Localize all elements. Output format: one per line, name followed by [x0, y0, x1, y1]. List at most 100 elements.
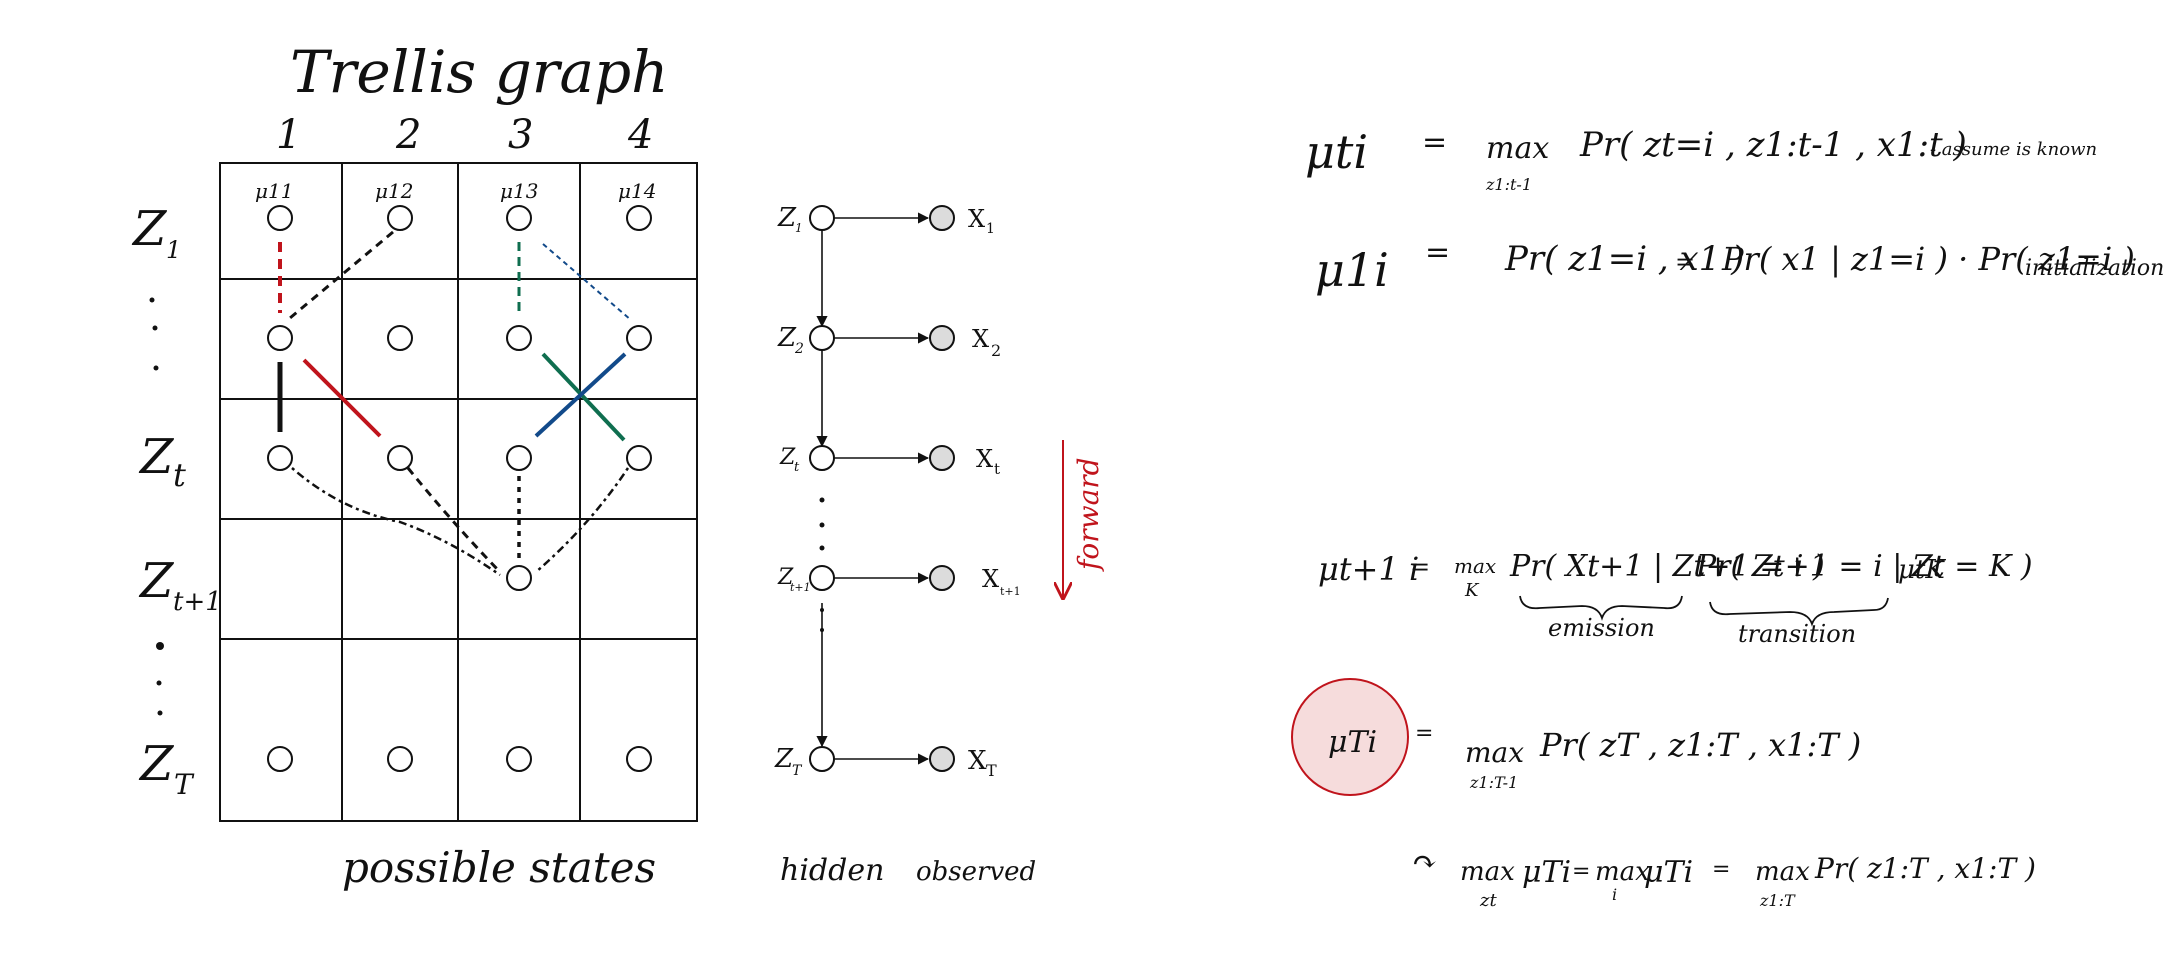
hmm-chain: Z 1 Z 2 Z t Z t+1 Z T X 1 X 2 X t X t+1 … — [774, 203, 1105, 888]
observed-label-sub: t — [994, 460, 1000, 478]
row-labels: Z 1 Z t Z t+1 Z T — [131, 201, 222, 801]
state-node — [506, 565, 532, 591]
hidden-label-sub: t+1 — [790, 581, 811, 594]
eq5-max3: max — [1755, 857, 1810, 887]
equation-mu-t1i: μt+1 i = max K Pr( Xt+1 | Zt+1 = i ) Pr(… — [1318, 549, 2033, 648]
mu-label: μ11 — [255, 179, 293, 203]
observed-label: X — [972, 325, 989, 353]
observed-label-sub: 1 — [986, 221, 995, 237]
hidden-label: Z — [777, 323, 797, 353]
state-node — [387, 445, 413, 471]
eq5-arrow: ↷ — [1412, 845, 1437, 880]
mu-label: μ13 — [500, 179, 538, 203]
eq2-note: initialization — [2025, 256, 2164, 281]
hidden-label-sub: 1 — [795, 221, 803, 235]
eq5-rhs: Pr( z1:T , x1:T ) — [1814, 852, 2036, 885]
observed-node — [929, 325, 955, 351]
eq3-max: max — [1454, 554, 1496, 578]
eq4-lhs: μTi — [1328, 725, 1377, 760]
row-label-zt: Z — [138, 429, 175, 485]
hidden-label: Z — [777, 565, 794, 590]
observed-nodes — [929, 205, 955, 772]
column-headers: 1 2 3 4 — [276, 112, 653, 158]
hidden-nodes — [809, 205, 835, 772]
eq2-rhs1: Pr( z1=i , x1 ) — [1504, 239, 1744, 279]
observed-node — [929, 565, 955, 591]
eq1-equals: = — [1422, 125, 1447, 160]
eq5-term2: μTi — [1644, 855, 1693, 890]
state-node — [267, 445, 293, 471]
mu-labels: μ11 μ12 μ13 μ14 — [255, 179, 656, 203]
state-node — [267, 746, 293, 772]
emission-brace — [1519, 595, 1683, 621]
observed-label-sub: T — [986, 761, 997, 780]
chain-dots — [819, 497, 825, 632]
state-node — [267, 205, 293, 231]
trellis-graph: Trellis graph 1 2 3 4 μ11 μ12 μ13 μ14 — [131, 38, 698, 892]
eq5-max3-sub: z1:T — [1759, 891, 1796, 910]
ellipsis-dots — [156, 642, 164, 716]
state-node — [506, 445, 532, 471]
eq5-max1-sub: zt — [1479, 890, 1497, 911]
hidden-label-sub: T — [792, 763, 803, 779]
green-solid-edge — [541, 352, 626, 442]
row-label-zT-sub: T — [174, 768, 195, 801]
state-node — [506, 325, 532, 351]
black-dashed-edge — [406, 467, 502, 574]
hidden-labels: Z 1 Z 2 Z t Z t+1 Z T — [774, 203, 811, 779]
black-dashed-edge — [535, 467, 630, 573]
mu-label: μ14 — [618, 179, 656, 203]
equations: μti = max z1:t-1 Pr( zt=i , z1:t-1 , x1:… — [1291, 125, 2164, 911]
highlight-circle — [1291, 678, 1409, 796]
observed-node — [929, 445, 955, 471]
eq1-note: - assume is known — [1930, 139, 2097, 160]
eq1-lhs: μti — [1305, 125, 1368, 179]
eq5-equals1: = — [1572, 859, 1590, 884]
emission-arrows — [834, 212, 930, 765]
eq2-rhs2: Pr( x1 | z1=i ) · Pr( z1=i ) — [1721, 240, 2135, 278]
observed-label: X — [968, 746, 987, 776]
eq4-rhs: Pr( zT , z1:T , x1:T ) — [1539, 726, 1861, 764]
ellipsis-dots — [149, 297, 159, 371]
observed-label: X — [968, 205, 985, 233]
hidden-label-sub: 2 — [794, 341, 804, 357]
eq2-equals: = — [1425, 235, 1450, 270]
blue-solid-edge — [534, 352, 627, 438]
row-label-z1: Z — [131, 201, 168, 257]
row-label-zt-sub: t — [173, 456, 186, 494]
state-node — [267, 325, 293, 351]
state-node — [626, 746, 652, 772]
eq3-mu-term: μtK — [1898, 555, 1946, 585]
eq1-max-sub: z1:t-1 — [1485, 175, 1532, 194]
column-header-4: 4 — [627, 112, 653, 158]
trellis-connections — [277, 230, 632, 577]
transition-label: transition — [1738, 620, 1856, 648]
eq4-equals: = — [1415, 721, 1433, 746]
equation-final-max: ↷ max zt μTi = max i μTi = max z1:T Pr( … — [1412, 845, 2036, 911]
eq3-lhs: μt+1 i — [1318, 550, 1419, 588]
eq5-equals2: = — [1712, 857, 1730, 882]
equation-mu-ti: μti = max z1:t-1 Pr( zt=i , z1:t-1 , x1:… — [1305, 125, 2097, 194]
hidden-node — [809, 325, 835, 351]
eq1-max: max — [1486, 131, 1549, 166]
observed-label: X — [976, 445, 993, 473]
black-dashed-edge — [291, 467, 501, 577]
state-node — [387, 746, 413, 772]
row-label-zt1-sub: t+1 — [173, 587, 222, 617]
state-node — [506, 746, 532, 772]
hidden-node — [809, 205, 835, 231]
blue-dashed-edge — [542, 243, 632, 321]
eq1-rhs: Pr( zt=i , z1:t-1 , x1:t ) — [1579, 125, 1967, 165]
eq5-max2-sub: i — [1612, 885, 1617, 904]
observed-labels: X 1 X 2 X t X t+1 X T — [968, 205, 1021, 780]
trellis-nodes — [267, 205, 652, 772]
mu-label: μ12 — [375, 179, 413, 203]
possible-states-caption: possible states — [342, 843, 656, 892]
hidden-label: Z — [777, 203, 797, 233]
observed-caption: observed — [916, 857, 1036, 887]
eq2-equals-2: = — [1675, 248, 1695, 276]
state-node — [626, 445, 652, 471]
hidden-label: Z — [774, 744, 794, 774]
eq2-lhs: μ1i — [1315, 243, 1389, 297]
